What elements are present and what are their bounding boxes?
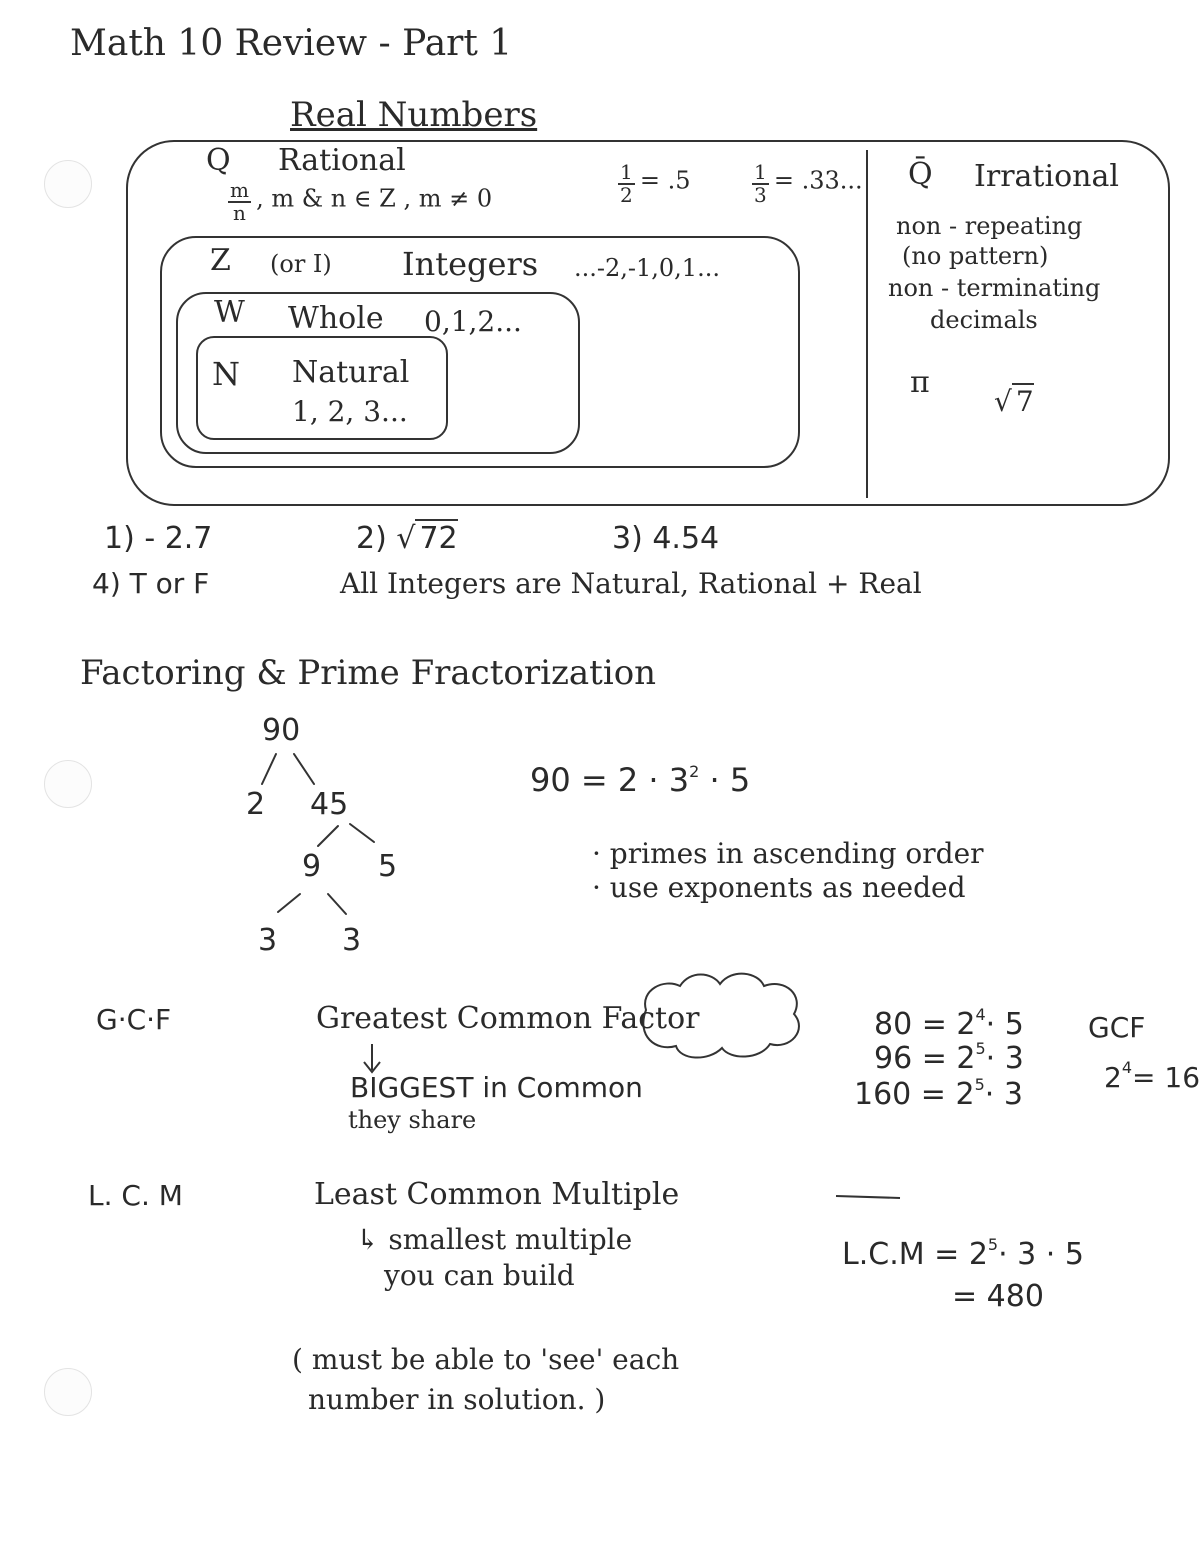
gcf-meaning: BIGGEST in Common (350, 1071, 643, 1104)
irrational-line-2: (no pattern) (902, 242, 1049, 270)
rational-symbol: Q (206, 143, 231, 178)
gcf-result: 24= 16 (1104, 1058, 1200, 1094)
question-1: 1) - 2.7 (104, 521, 213, 556)
irrational-symbol: Q̄ (908, 157, 933, 192)
natural-box (196, 336, 448, 440)
integers-alt: (or I) (270, 250, 332, 278)
lcm-meaning-1: ↳ smallest multiple (356, 1223, 633, 1256)
integers-examples: ...-2,-1,0,1... (574, 254, 720, 282)
irrational-line-1: non - repeating (896, 212, 1083, 240)
lcm-result-value: = 480 (952, 1279, 1044, 1314)
tree-level3-right: 3 (342, 923, 362, 958)
lcm-meaning-2: you can build (384, 1259, 575, 1292)
question-4-statement: All Integers are Natural, Rational + Rea… (340, 567, 922, 600)
rational-label: Rational (278, 143, 406, 178)
real-numbers-heading: Real Numbers (290, 95, 538, 135)
rational-irrational-divider (866, 150, 868, 498)
natural-symbol: N (212, 355, 240, 393)
binder-hole-middle (44, 760, 92, 808)
real-numbers-box (126, 140, 1170, 506)
tree-level1-left: 2 (246, 787, 266, 822)
factoring-note-1: · primes in ascending order (592, 837, 984, 870)
binder-hole-top (44, 160, 92, 208)
gcf-example-96: 96 = 25· 3 (874, 1039, 1024, 1076)
lcm-result: L.C.M = 25· 3 · 5 (842, 1235, 1084, 1272)
tree-level2-left: 9 (302, 849, 322, 884)
irrational-line-4: decimals (930, 306, 1038, 334)
binder-hole-bottom (44, 1368, 92, 1416)
irrational-label: Irrational (974, 159, 1119, 194)
whole-examples: 0,1,2... (424, 305, 522, 338)
question-2: 2) √72 (356, 519, 458, 556)
lcm-term: Least Common Multiple (314, 1177, 680, 1212)
gcf-example-80: 80 = 24· 5 (874, 1005, 1024, 1042)
lcm-label: L. C. M (88, 1179, 183, 1212)
lcm-note-1: ( must be able to 'see' each (292, 1343, 680, 1376)
integers-box (160, 236, 800, 468)
branch-90-2 (261, 753, 277, 785)
branch-90-45 (293, 753, 315, 785)
irrational-example-root: √7 (994, 383, 1034, 418)
irrational-example-pi: π (910, 365, 930, 400)
tree-level1-right: 45 (310, 787, 349, 822)
tree-root: 90 (262, 713, 301, 748)
gcf-example-160: 160 = 25· 3 (854, 1075, 1023, 1112)
branch-45-5 (349, 823, 375, 843)
factor-cloud-outline (642, 972, 800, 1059)
factoring-heading: Factoring & Prime Fractorization (80, 653, 657, 693)
factoring-note-2: · use exponents as needed (592, 871, 966, 904)
gcf-term: Greatest Common Factor (316, 1001, 700, 1036)
lcm-dash (835, 1195, 901, 1199)
question-4-prefix: 4) T or F (92, 567, 210, 600)
gcf-label: G·C·F (96, 1003, 172, 1036)
gcf-meaning-2: they share (348, 1106, 477, 1134)
biggest-arrow (363, 1044, 381, 1074)
tree-level3-left: 3 (258, 923, 278, 958)
whole-box (176, 292, 580, 454)
integers-label: Integers (402, 245, 539, 283)
natural-examples: 1, 2, 3... (292, 395, 408, 428)
whole-label: Whole (288, 301, 384, 336)
whole-symbol: W (214, 295, 245, 330)
rational-condition: , m & n ∈ Z , m ≠ 0 (256, 184, 493, 213)
branch-45-9 (317, 825, 339, 847)
lcm-note-2: number in solution. ) (308, 1383, 606, 1416)
tree-level2-right: 5 (378, 849, 398, 884)
gcf-result-label: GCF (1088, 1011, 1146, 1044)
branch-9-3b (327, 893, 347, 915)
factoring-result: 90 = 2 · 32 · 5 (530, 761, 751, 799)
integers-symbol: Z (210, 243, 231, 278)
branch-9-3 (277, 893, 301, 913)
question-3: 3) 4.54 (612, 521, 720, 556)
page-title: Math 10 Review - Part 1 (70, 23, 513, 64)
irrational-line-3: non - terminating (888, 274, 1101, 302)
natural-label: Natural (292, 355, 410, 390)
